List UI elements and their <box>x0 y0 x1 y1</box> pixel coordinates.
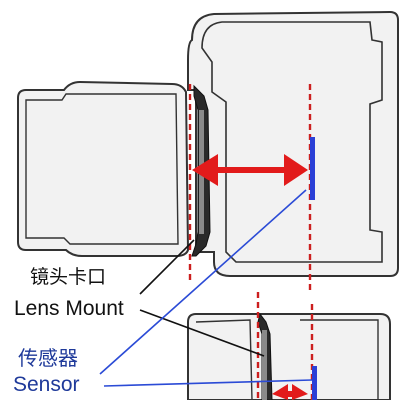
flange-distance-arrow-top <box>192 154 308 186</box>
camera-body-top-inner <box>201 21 383 263</box>
leader-line-sensor-top <box>99 189 307 375</box>
camera-body-bottom <box>187 313 391 400</box>
lens-mount-label-cn: 镜头卡口 <box>30 266 107 288</box>
sensor-top <box>310 137 315 200</box>
leader-line-lens-mount-bottom <box>139 309 265 357</box>
sensor-label-cn: 传感器 <box>18 346 78 370</box>
sensor-label-en: Sensor <box>13 373 80 396</box>
lens-mount-face-bottom <box>262 330 267 400</box>
camera-body-top <box>187 10 399 277</box>
lens-mount-label-en: Lens Mount <box>14 297 124 320</box>
lens-barrel-inner <box>25 93 179 245</box>
leader-line-lens-mount-top <box>139 239 195 295</box>
sensor-bottom <box>312 366 317 400</box>
leader-line-sensor-bottom <box>103 379 313 387</box>
camera-body-bottom-inner <box>195 319 379 400</box>
lens-barrel <box>17 80 190 257</box>
flange-distance-arrow-bottom <box>272 384 308 400</box>
